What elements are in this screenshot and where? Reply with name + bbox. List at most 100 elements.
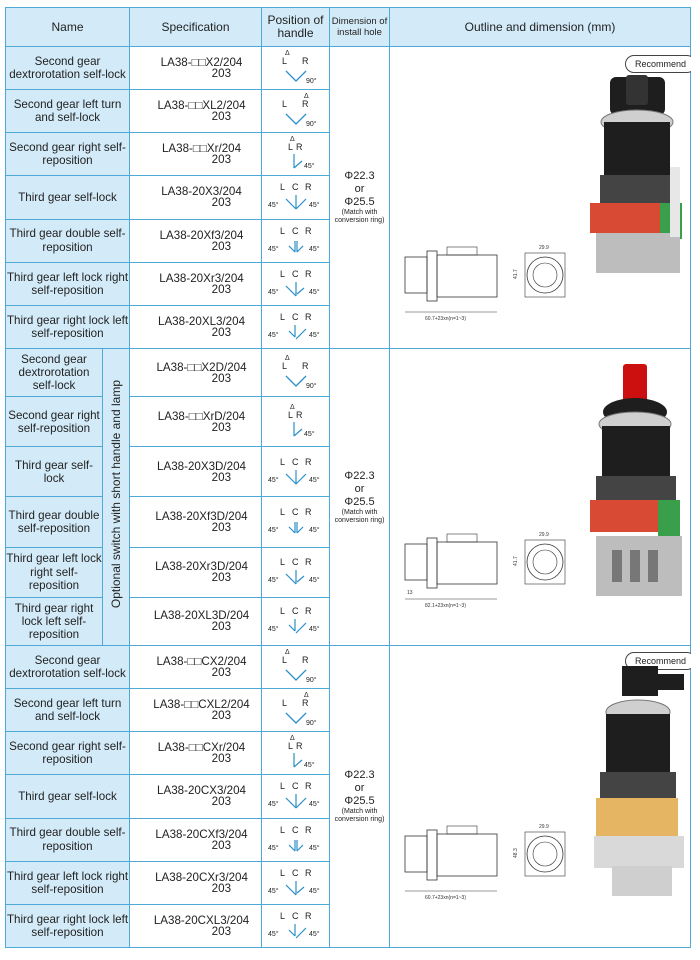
svg-text:L: L <box>282 56 287 66</box>
header-name: Name <box>4 7 131 47</box>
svg-text:R: R <box>305 457 312 467</box>
table-row: Third gear left lock right self-repositi… <box>4 261 691 306</box>
svg-text:45°: 45° <box>309 576 320 584</box>
row-name: Second gear right self-reposition <box>4 132 131 177</box>
svg-text:L: L <box>280 868 285 878</box>
svg-text:29.9: 29.9 <box>539 245 549 251</box>
svg-text:Δ: Δ <box>304 692 309 699</box>
svg-text:45°: 45° <box>309 201 320 209</box>
svg-text:R: R <box>305 781 312 791</box>
svg-text:R: R <box>305 606 312 616</box>
svg-text:45°: 45° <box>309 245 320 253</box>
svg-text:45°: 45° <box>309 288 320 296</box>
header-specification: Specification <box>129 7 263 47</box>
svg-text:45°: 45° <box>268 245 279 253</box>
svg-text:R: R <box>296 741 303 751</box>
svg-text:C: C <box>292 457 299 467</box>
svg-text:L: L <box>280 557 285 567</box>
svg-text:45°: 45° <box>268 625 279 633</box>
row-name: Third gear double self-reposition <box>4 817 131 862</box>
header-position: Position of handle <box>261 7 331 47</box>
install-hole-dimension: Φ22.3 or Φ25.5 (Match with conversion ri… <box>329 348 391 646</box>
row-name: Third gear right lock left self-repositi… <box>4 903 131 949</box>
svg-text:R: R <box>305 182 312 192</box>
svg-text:L: L <box>288 142 293 152</box>
svg-text:R: R <box>305 269 312 279</box>
header-outline: Outline and dimension (mm) <box>389 7 692 47</box>
svg-text:45°: 45° <box>309 476 320 484</box>
svg-text:13: 13 <box>407 590 413 596</box>
svg-text:L: L <box>282 361 287 371</box>
svg-text:L: L <box>280 781 285 791</box>
svg-text:C: C <box>292 911 299 921</box>
drawing-overall-dim: 60.7+23xn(n=1~3) <box>425 316 466 322</box>
svg-text:L: L <box>280 312 285 322</box>
svg-text:45°: 45° <box>309 331 320 339</box>
table-row: Third gear right lock left self-repositi… <box>4 304 691 350</box>
svg-text:L: L <box>280 226 285 236</box>
header-row: Name Specification Position of handle Di… <box>4 7 692 47</box>
svg-text:45°: 45° <box>309 526 320 534</box>
svg-text:L: L <box>288 410 293 420</box>
svg-text:R: R <box>305 825 312 835</box>
svg-text:48.3: 48.3 <box>513 848 519 858</box>
svg-text:C: C <box>292 312 299 322</box>
row-name: Second gear dextrorotation self-lock <box>4 45 131 91</box>
switch-product-photo <box>590 364 683 596</box>
svg-text:45°: 45° <box>309 625 320 633</box>
svg-text:L: L <box>282 698 287 708</box>
svg-text:L: L <box>280 606 285 616</box>
svg-text:Δ: Δ <box>285 50 290 57</box>
svg-text:Δ: Δ <box>285 649 290 656</box>
svg-text:45°: 45° <box>309 844 320 852</box>
svg-text:C: C <box>292 781 299 791</box>
row-name: Third gear left lock right self-repositi… <box>4 860 131 905</box>
svg-text:Δ: Δ <box>290 735 295 742</box>
svg-text:45°: 45° <box>268 526 279 534</box>
svg-text:L: L <box>280 457 285 467</box>
svg-text:L: L <box>288 741 293 751</box>
svg-text:Δ: Δ <box>285 355 290 362</box>
svg-text:45°: 45° <box>304 430 315 438</box>
drawing-overall-dim: 82.1+23xn(n=1~3) <box>425 603 466 609</box>
switch-product-photo <box>590 75 683 273</box>
svg-text:45°: 45° <box>309 930 320 938</box>
svg-text:C: C <box>292 557 299 567</box>
svg-text:R: R <box>302 655 309 665</box>
